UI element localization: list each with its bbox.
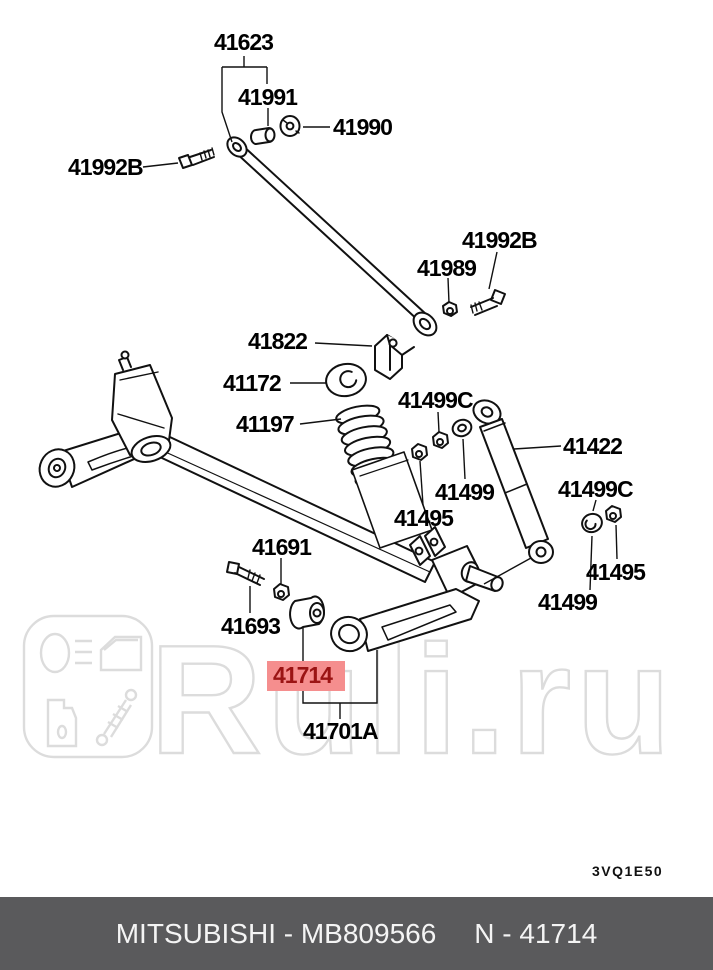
trailing-arm-drawing — [330, 588, 480, 653]
footer-bar: MITSUBISHI - MB809566 N - 41714 — [0, 897, 713, 970]
lateral-rod-drawing — [226, 136, 438, 337]
bumper-41822-drawing — [374, 334, 415, 380]
spring-seat-41172-drawing — [325, 362, 367, 398]
watermark-text: Ruli.ru — [150, 613, 676, 786]
drawing-code: 3VQ1E50 — [592, 863, 664, 879]
part-label-41422: 41422 — [563, 433, 623, 459]
nut-41495-lower-drawing — [605, 505, 622, 523]
oil-canister-icon — [46, 698, 78, 748]
bolt-41992b-left-drawing — [178, 147, 215, 169]
car-door-icon — [99, 635, 143, 672]
shock-absorber-icon — [95, 688, 138, 747]
nut-41691-drawing — [273, 583, 290, 601]
part-label-41992b-left: 41992B — [68, 154, 144, 180]
nut-41495-upper-drawing — [411, 443, 428, 461]
part-label-41714-highlighted: 41714 — [267, 661, 345, 691]
part-label-41172: 41172 — [223, 370, 282, 396]
bolt-41693-drawing — [226, 561, 265, 586]
part-label-41992b-right: 41992B — [462, 227, 538, 253]
bushing-41991-drawing — [250, 127, 276, 145]
part-label-41691: 41691 — [252, 534, 312, 560]
shock-absorber-41422-drawing — [472, 399, 554, 564]
part-label-41990: 41990 — [333, 114, 393, 140]
nut-41499c-upper-drawing — [432, 431, 449, 449]
part-label-41495-upper: 41495 — [394, 505, 454, 531]
part-label-41989: 41989 — [417, 255, 477, 281]
part-label-41822: 41822 — [248, 328, 308, 354]
part-label-41991: 41991 — [238, 84, 298, 110]
washer-41499-lower-drawing — [581, 512, 603, 534]
axle-beam-drawing — [38, 350, 504, 599]
part-label-41499c-upper: 41499C — [398, 387, 474, 413]
footer-brand-part: MITSUBISHI - MB809566 — [115, 917, 437, 949]
nut-41990-drawing — [279, 115, 301, 137]
washer-41499-upper-drawing — [451, 418, 473, 438]
watermark-logo — [22, 614, 154, 759]
part-label-41499c-lower: 41499C — [558, 476, 634, 502]
footer-n-number: N - 41714 — [474, 917, 598, 949]
part-label-41499-lower: 41499 — [538, 589, 598, 615]
part-label-41693: 41693 — [221, 613, 281, 639]
part-label-41623: 41623 — [214, 29, 274, 55]
part-label-41495-lower: 41495 — [586, 559, 646, 585]
part-label-41197: 41197 — [236, 411, 295, 437]
part-label-41499-upper: 41499 — [435, 479, 495, 505]
part-label-41701a: 41701A — [303, 718, 379, 744]
bushing-41714-drawing — [289, 595, 325, 630]
nut-41989-drawing — [442, 301, 458, 317]
bolt-41992b-right-drawing — [470, 289, 506, 316]
headlight-icon — [39, 632, 92, 674]
